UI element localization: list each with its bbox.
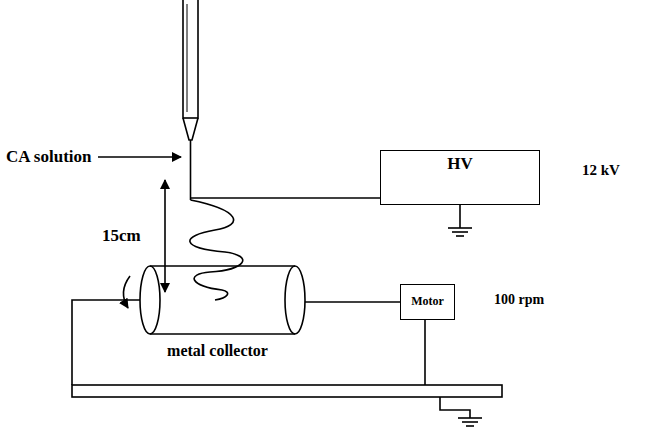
metal-collector: metal collector — [130, 262, 305, 364]
power-supply-box: HV — [380, 150, 540, 205]
node-text: HV — [381, 154, 539, 174]
motor-box: Motor — [400, 284, 455, 320]
motor-stand — [424, 320, 426, 385]
syringe-inner-line — [187, 4, 188, 112]
ground-symbol — [452, 231, 468, 233]
syringe-taper — [183, 118, 198, 140]
pointer-arrow — [98, 156, 181, 158]
solution-label: CA solution — [4, 147, 94, 167]
ground-wire — [459, 205, 461, 228]
ground-symbol — [458, 417, 482, 419]
speed-label: 100 rpm — [492, 292, 546, 308]
rotation-arrow — [123, 276, 130, 308]
distance-arrow — [164, 180, 166, 292]
ground-symbol — [456, 235, 464, 237]
node-text: Motor — [411, 295, 444, 309]
shaft-connector — [305, 301, 400, 303]
ground-symbol — [462, 421, 478, 423]
voltage-label: 12 kV — [580, 162, 622, 179]
ground-symbol — [448, 227, 472, 229]
ground-wire — [440, 397, 470, 418]
needle — [190, 140, 192, 200]
collector-wire — [72, 300, 140, 385]
hv-wire — [191, 197, 381, 199]
syringe-barrel — [183, 0, 198, 118]
distance-label: 15cm — [100, 226, 143, 246]
polymer-jet — [190, 200, 243, 300]
base-plate — [72, 385, 502, 397]
ground-symbol — [466, 425, 474, 427]
node-text: metal collector — [130, 342, 305, 360]
